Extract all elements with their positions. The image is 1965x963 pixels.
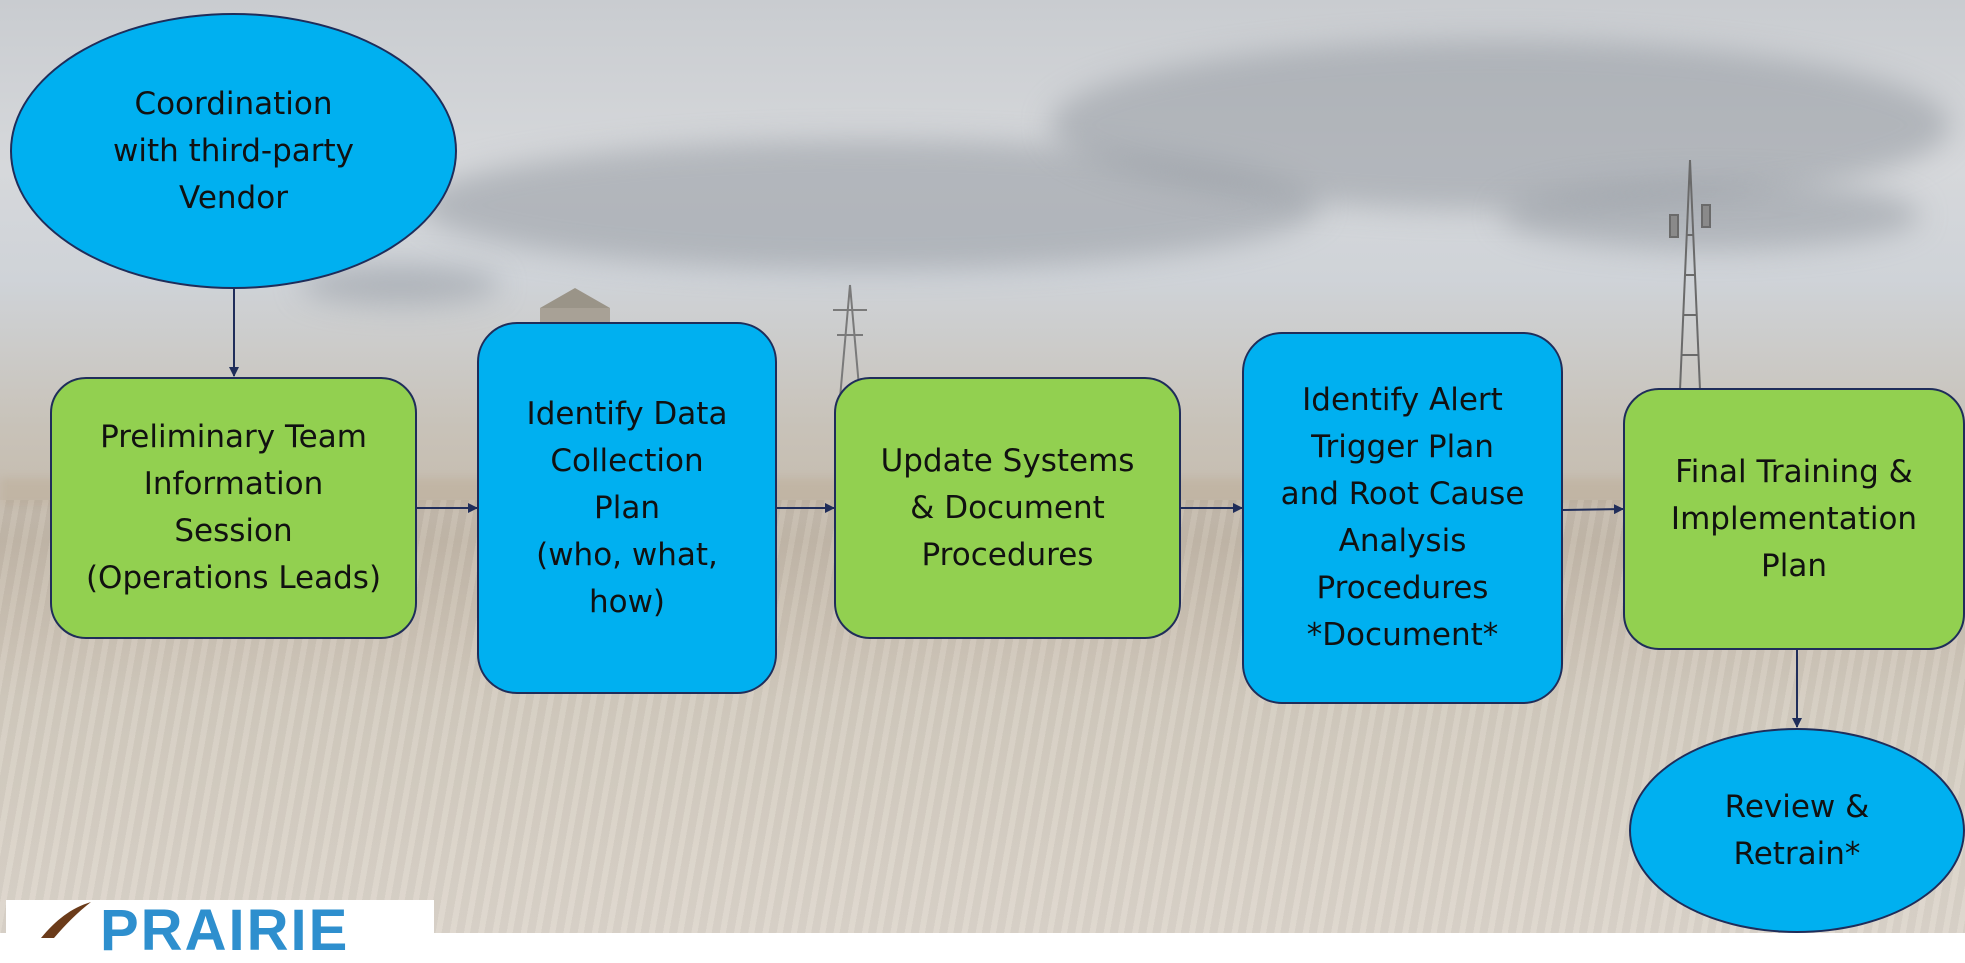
arrow-identify-alert-to-final	[1562, 504, 1624, 515]
coordination-ellipse: Coordination with third-party Vendor	[10, 13, 457, 289]
cloud	[1050, 40, 1950, 210]
identify-data-box: Identify Data Collection Plan (who, what…	[477, 322, 777, 694]
review-retrain-ellipse: Review & Retrain*	[1629, 728, 1965, 933]
radio-tower-icon	[1669, 159, 1711, 391]
update-systems-box: Update Systems & Document Procedures	[834, 377, 1181, 639]
flow-connectors	[229, 287, 1802, 728]
identify-alert-box: Identify Alert Trigger Plan and Root Cau…	[1242, 332, 1563, 704]
feather-logo-icon	[41, 902, 91, 938]
company-logo-text: PRAIRIE	[100, 898, 350, 963]
preliminary-team-box: Preliminary Team Information Session (Op…	[50, 377, 417, 639]
final-training-box: Final Training & Implementation Plan	[1623, 388, 1965, 650]
